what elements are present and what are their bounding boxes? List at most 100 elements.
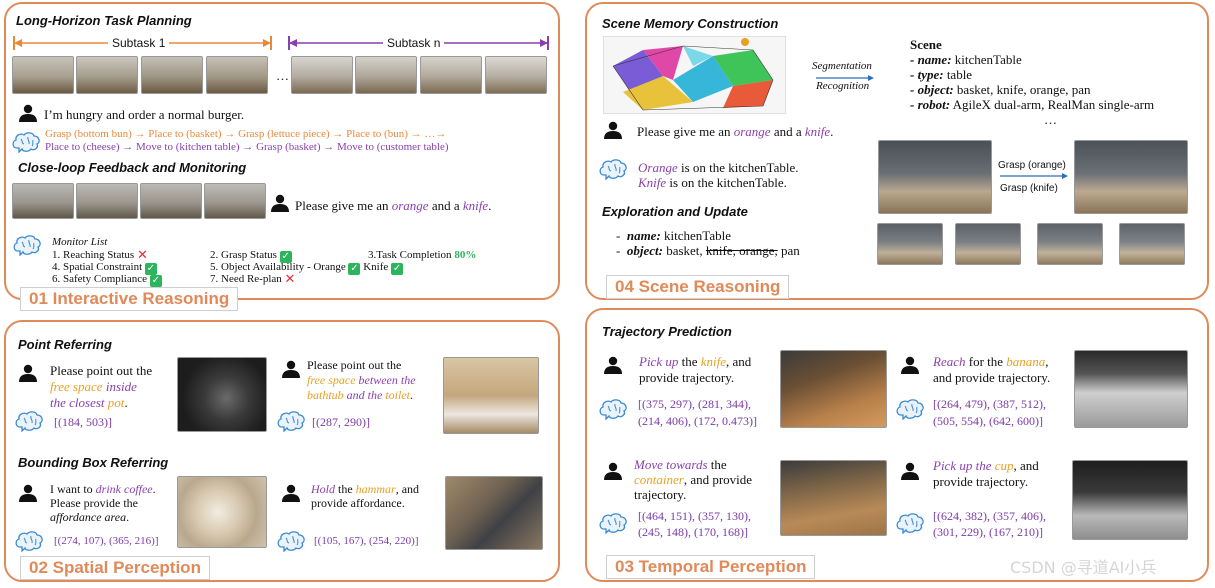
monitor-item-5: 5. Object Availability - Orange ✓ Knife … bbox=[210, 261, 404, 275]
subtask-ellipsis: … bbox=[276, 68, 289, 83]
brain-icon bbox=[895, 512, 925, 534]
trajectory-title: Trajectory Prediction bbox=[602, 324, 732, 339]
traj-answer-2: [(264, 479), (387, 512),(505, 554), (642… bbox=[933, 397, 1046, 428]
explore-object: - object: basket, knife, orange, pan bbox=[616, 243, 800, 258]
monitor-item-4: 4. Spatial Constraint ✓ bbox=[52, 261, 157, 275]
brain-icon bbox=[14, 410, 44, 432]
traj-answer-1: [(375, 297), (281, 344),(214, 406), (172… bbox=[638, 397, 757, 428]
bbox-answer-1: [(274, 107), (365, 216)] bbox=[54, 535, 159, 547]
plan-line-1: Grasp (bottom bun) → Place to (basket) →… bbox=[45, 128, 447, 140]
bbox-query-2: Hold the hammar, and provide affordance. bbox=[311, 482, 420, 510]
scene-type: - type: table bbox=[910, 67, 973, 82]
explore-frame-4 bbox=[1119, 223, 1185, 265]
scene-robot: - robot: AgileX dual-arm, RealMan single… bbox=[910, 97, 1155, 112]
point-answer-1: [(184, 503)] bbox=[54, 415, 112, 429]
grasp-after-image bbox=[1074, 140, 1188, 214]
grasp-knife-label: Grasp (knife) bbox=[1000, 183, 1058, 194]
subtask1-frame-2 bbox=[76, 56, 138, 94]
brain-icon bbox=[12, 234, 42, 256]
monitor-item-7: 7. Need Re-plan ✕ bbox=[210, 272, 296, 287]
traj-query-2: Reach for the banana, and provide trajec… bbox=[933, 354, 1051, 385]
knife-board-image bbox=[780, 350, 887, 428]
person-icon bbox=[603, 121, 623, 139]
feedback-frame-4 bbox=[204, 183, 266, 219]
cross-icon: ✕ bbox=[284, 272, 296, 287]
point-referring-title: Point Referring bbox=[18, 337, 112, 352]
person-icon bbox=[900, 356, 920, 374]
brain-icon bbox=[895, 398, 925, 420]
point-cloud-image bbox=[603, 36, 786, 114]
tag-scene-reasoning: 04 Scene Reasoning bbox=[606, 275, 790, 299]
bbox-query-1: I want to drink coffee. Please provide t… bbox=[50, 482, 156, 524]
person-icon bbox=[18, 484, 38, 502]
stove-pot-image bbox=[177, 357, 267, 432]
plan-line-2: Place to (cheese) → Move to (kitchen tab… bbox=[45, 141, 449, 153]
point-query-2: Please point out the free space between … bbox=[307, 358, 416, 402]
monitor-item-2: 2. Grasp Status ✓ bbox=[210, 249, 292, 263]
check-icon: ✓ bbox=[144, 263, 157, 275]
tag-spatial-perception: 02 Spatial Perception bbox=[20, 556, 210, 580]
brain-icon bbox=[14, 530, 44, 552]
monitor-item-3: 3.Task Completion 80% bbox=[368, 249, 477, 261]
check-icon: ✓ bbox=[348, 263, 361, 275]
bbox-referring-title: Bounding Box Referring bbox=[18, 455, 169, 470]
subtaskn-frame-2 bbox=[355, 56, 417, 94]
feedback-frame-3 bbox=[140, 183, 202, 219]
subtask1-frame-4 bbox=[206, 56, 268, 94]
exploration-title: Exploration and Update bbox=[602, 204, 748, 219]
long-horizon-title: Long-Horizon Task Planning bbox=[16, 13, 192, 28]
person-icon bbox=[18, 364, 38, 382]
grasp-orange-label: Grasp (orange) bbox=[998, 160, 1066, 171]
feedback-title: Close-loop Feedback and Monitoring bbox=[18, 160, 247, 175]
cup-scene-image bbox=[1072, 460, 1188, 540]
person-icon bbox=[603, 356, 623, 374]
traj-query-4: Pick up the cup, and provide trajectory. bbox=[933, 458, 1039, 489]
arrow-icon bbox=[816, 75, 874, 81]
explore-frame-1 bbox=[877, 223, 943, 265]
point-answer-2: [(287, 290)] bbox=[312, 415, 370, 429]
recognition-label: Recognition bbox=[816, 80, 870, 92]
person-icon bbox=[603, 462, 623, 480]
scene-memory-title: Scene Memory Construction bbox=[602, 16, 779, 31]
container-scene-image bbox=[780, 460, 887, 536]
monitor-item-6: 6. Safety Compliance ✓ bbox=[52, 273, 162, 287]
bbox-answer-2: [(105, 167), (254, 220)] bbox=[314, 535, 419, 547]
brain-icon bbox=[276, 410, 306, 432]
check-icon: ✓ bbox=[279, 251, 292, 263]
explore-name: - name: kitchenTable bbox=[616, 228, 731, 243]
traj-answer-3: [(464, 151), (357, 130),(245, 148), (170… bbox=[638, 509, 751, 539]
feedback-frame-2 bbox=[76, 183, 138, 219]
csdn-watermark: CSDN @寻道AI小兵 bbox=[1010, 558, 1157, 577]
arrow-icon bbox=[1000, 173, 1068, 179]
subtaskn-frame-1 bbox=[291, 56, 353, 94]
person-icon bbox=[281, 484, 301, 502]
brain-icon bbox=[598, 398, 628, 420]
scene-heading: Scene bbox=[910, 37, 942, 52]
subtask1-frame-3 bbox=[141, 56, 203, 94]
scene-answer-2: Knife is on the kitchenTable. bbox=[638, 175, 787, 190]
explore-frame-3 bbox=[1037, 223, 1103, 265]
traj-query-1: Pick up the knife, and provide trajector… bbox=[639, 354, 752, 385]
subtask-brackets bbox=[13, 36, 549, 50]
feedback-request: Please give me an orange and a knife. bbox=[295, 198, 492, 213]
person-icon bbox=[281, 360, 301, 378]
subtask1-frame-1 bbox=[12, 56, 74, 94]
traj-query-3: Move towards the container, and provide … bbox=[634, 457, 753, 502]
subtaskn-frame-3 bbox=[420, 56, 482, 94]
segmentation-label: Segmentation bbox=[812, 60, 872, 72]
scene-request: Please give me an orange and a knife. bbox=[637, 124, 834, 139]
explore-frame-2 bbox=[955, 223, 1021, 265]
bathroom-image bbox=[443, 357, 539, 434]
check-icon: ✓ bbox=[391, 263, 404, 275]
scene-ellipsis: … bbox=[1044, 112, 1057, 127]
brain-icon bbox=[598, 158, 628, 180]
person-icon bbox=[18, 104, 38, 122]
subtask1-label: Subtask 1 bbox=[108, 36, 170, 51]
person-icon bbox=[270, 194, 290, 212]
subtaskn-label: Subtask n bbox=[383, 36, 445, 51]
brain-icon bbox=[276, 530, 306, 552]
burger-request: I’m hungry and order a normal burger. bbox=[44, 107, 245, 122]
monitor-item-1: 1. Reaching Status ✕ bbox=[52, 248, 148, 263]
check-icon: ✓ bbox=[149, 275, 162, 287]
brain-icon bbox=[11, 131, 41, 153]
